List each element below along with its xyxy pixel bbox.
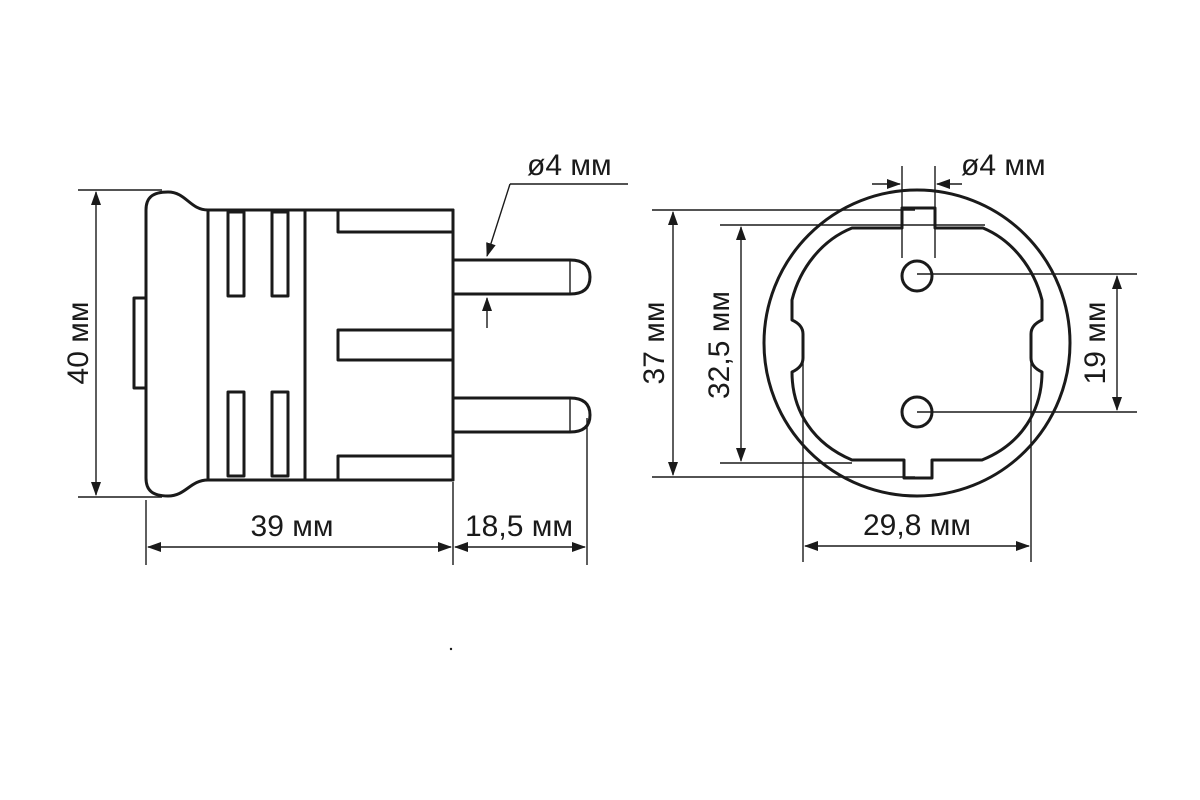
earth-slot-top [336,208,455,234]
pin-spacing-label: 19 мм [1079,302,1112,385]
front-view: 37 мм 32,5 мм 19 мм 29,8 мм ø4 мм [638,149,1137,562]
side-view: 40 мм 39 мм 18,5 мм ø4 мм [62,149,628,565]
grip-rib [226,210,246,298]
pin-length-label: 18,5 мм [465,510,573,543]
earth-slot-bottom [336,454,455,482]
height-label: 40 мм [62,302,95,385]
pin-diameter-leader [486,183,511,257]
grip-rib [226,390,246,478]
outer-ring [762,188,1072,498]
plug-body-outline [144,190,455,498]
outer-diameter-label: 37 мм [638,302,671,385]
pin-top [451,258,592,296]
stray-dot [449,647,453,651]
body-length-label: 39 мм [251,510,334,543]
inner-recess-outline [790,206,1044,480]
pin-hole-top [900,259,934,293]
grip-rib [270,390,290,478]
pin-bottom [451,396,592,434]
inner-width-label: 29,8 мм [863,509,971,542]
slot-width-label: ø4 мм [961,149,1046,182]
pin-diameter-label: ø4 мм [527,149,612,182]
earth-slot-mid [336,328,455,362]
side-tab [132,296,148,390]
inner-height-label: 32,5 мм [703,291,736,399]
grip-rib [270,210,290,298]
